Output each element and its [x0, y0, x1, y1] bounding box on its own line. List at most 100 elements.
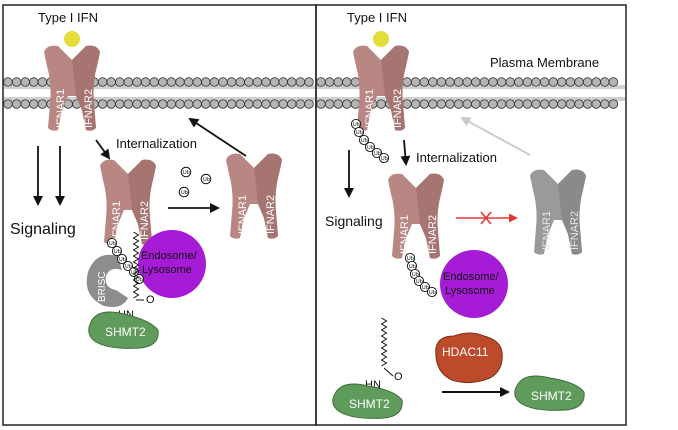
- internalization-arrow-right: [400, 139, 411, 166]
- lipid-bead: [462, 77, 472, 87]
- lipid-bead: [316, 99, 326, 109]
- ubiquitin-bead: [426, 286, 438, 298]
- ifnar2-label-top-right: IFNAR2: [392, 89, 404, 128]
- free-ubiquitin-2: Ub: [203, 177, 210, 183]
- ubiquitin-label: Ub: [109, 241, 116, 247]
- plasma-membrane-left: [3, 77, 315, 109]
- lipid-bead: [505, 77, 515, 87]
- lipid-bead: [496, 77, 507, 87]
- acyl-chain-left: [132, 231, 140, 299]
- lipid-bead: [410, 77, 421, 87]
- lipid-bead: [29, 77, 39, 87]
- lipid-bead: [591, 77, 601, 87]
- shmt2-left: [88, 311, 159, 349]
- lipid-bead: [295, 77, 306, 87]
- plasma-membrane-label: Plasma Membrane: [490, 55, 599, 70]
- lipid-bead: [350, 99, 361, 109]
- lipid-bead: [287, 77, 297, 87]
- lipid-bead: [226, 77, 237, 87]
- ubiquitin-bead: [371, 147, 383, 159]
- lipid-bead: [522, 99, 533, 109]
- lipid-bead: [582, 77, 593, 87]
- lipid-bead: [149, 77, 159, 87]
- lipid-bead: [218, 77, 228, 87]
- internalization-label-right: Internalization: [416, 150, 497, 165]
- lipid-bead: [428, 99, 438, 109]
- lipid-bead: [261, 99, 271, 109]
- type-i-ifn-label-left: Type I IFN: [38, 10, 98, 25]
- lipid-bead: [505, 99, 515, 109]
- ubiquitin-bead: [364, 141, 376, 153]
- ubiquitin-label: Ub: [356, 130, 363, 136]
- ifnar1-label-grey: IFNAR1: [541, 211, 553, 250]
- lipid-bead: [3, 77, 13, 87]
- lipid-bead: [531, 77, 541, 87]
- carbonyl-bond-right: [383, 367, 394, 377]
- internalization-label-left: Internalization: [116, 136, 197, 151]
- signaling-label-right: Signaling: [325, 213, 383, 229]
- lipid-bead: [175, 77, 185, 87]
- lipid-bead: [261, 77, 271, 87]
- lipid-bead: [410, 99, 421, 109]
- lipid-bead: [548, 99, 558, 109]
- lipid-bead: [436, 99, 447, 109]
- lipid-bead: [304, 77, 314, 87]
- ubiquitin-label: Ub: [416, 279, 423, 285]
- ubiquitin-label: Ub: [422, 285, 429, 291]
- ifnar1-label-recycled-left: IFNAR1: [237, 195, 249, 234]
- lipid-bead: [324, 77, 335, 87]
- lipid-bead: [140, 77, 151, 87]
- lipid-bead: [149, 99, 159, 109]
- shmt2-acylated-right: [332, 383, 403, 419]
- lipid-bead: [471, 99, 481, 109]
- ubiquitin-label: Ub: [429, 290, 436, 296]
- ubiquitin-bead: [358, 134, 370, 146]
- lipid-bead: [235, 99, 245, 109]
- ifnar2-label-top-left: IFNAR2: [83, 89, 95, 128]
- carbonyl-o-label-right: O: [394, 371, 403, 383]
- lipid-bead: [20, 99, 30, 109]
- ubiquitin-bead: [378, 152, 390, 164]
- ubiquitin-label: Ub: [119, 257, 126, 263]
- lipid-bead: [37, 77, 48, 87]
- lipid-bead: [333, 77, 343, 87]
- lipid-bead: [252, 99, 263, 109]
- lipid-bead: [419, 77, 429, 87]
- lipid-bead: [278, 99, 288, 109]
- ifnar2-label-recycled-left: IFNAR2: [265, 195, 277, 234]
- ubiquitin-label: Ub: [409, 264, 416, 270]
- lipid-bead: [445, 77, 455, 87]
- lipid-bead: [419, 99, 429, 109]
- endosome-label-left: Endosome/: [141, 250, 198, 262]
- ubiquitin-bead: [419, 281, 431, 293]
- lipid-bead: [269, 77, 280, 87]
- lipid-bead: [123, 77, 134, 87]
- lipid-bead: [140, 99, 151, 109]
- lipid-bead: [244, 99, 254, 109]
- lipid-bead: [514, 77, 524, 87]
- endosome-lysosome-left: [138, 230, 206, 298]
- lipid-bead: [183, 77, 194, 87]
- ubiquitin-bead: [111, 245, 123, 257]
- ubiquitin-label: Ub: [125, 264, 132, 270]
- receptor-complex-grey-right: [530, 169, 586, 255]
- ubiquitin-label: Ub: [374, 151, 381, 157]
- lipid-bead: [471, 77, 481, 87]
- lipid-bead: [132, 99, 142, 109]
- lipid-bead: [166, 77, 177, 87]
- carbonyl-o-label-left: O: [146, 294, 155, 306]
- lipid-bead: [496, 99, 507, 109]
- lipid-bead: [192, 77, 202, 87]
- lipid-bead: [479, 99, 490, 109]
- free-ubiquitin-group: Ub Ub Ub: [178, 166, 212, 198]
- endosome-label-right: Endosome/: [443, 271, 500, 283]
- lipid-bead: [269, 99, 280, 109]
- ubiquitin-label: Ub: [407, 256, 414, 262]
- lipid-bead: [522, 77, 533, 87]
- lipid-bead: [209, 77, 220, 87]
- ifn-ligand-right: [373, 31, 389, 47]
- ifnar1-label-mid-left: IFNAR1: [111, 201, 123, 240]
- ifnar1-label-mid-right: IFNAR1: [399, 215, 411, 254]
